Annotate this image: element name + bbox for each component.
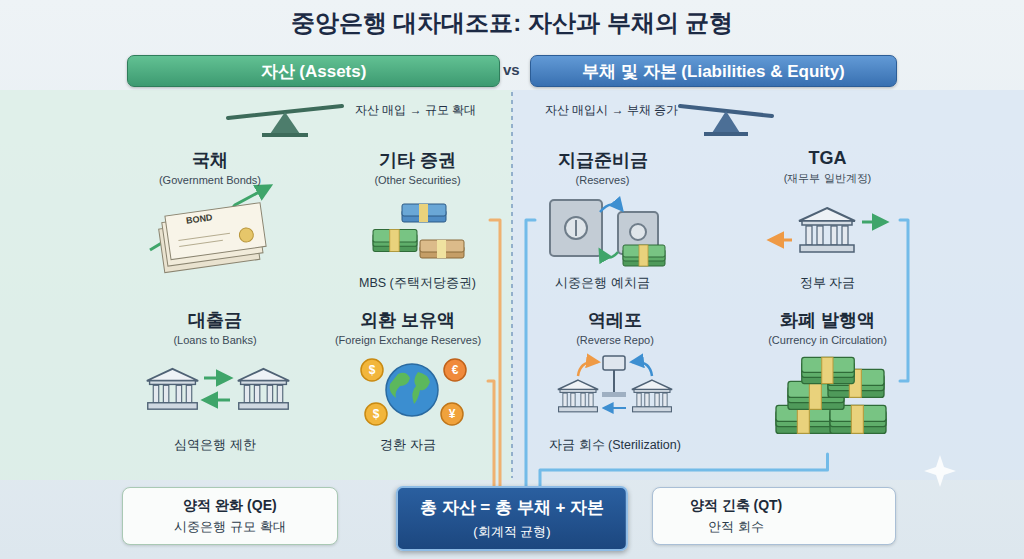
heading-text: 양적 완화 (QE): [183, 497, 276, 515]
caption-text: 심역은행 제한: [174, 437, 255, 454]
subtitle-text: 안적 회수: [708, 518, 764, 536]
assets-panel: [0, 90, 512, 480]
subtitle-text: (회계적 균형): [420, 523, 604, 541]
liability-item: 화폐 발행액 (Currency in Circulation): [755, 308, 900, 454]
liability-item: 지급준비금 (Reserves) 시중은행 예치금: [535, 148, 670, 292]
asset-item: 기타 증권 (Other Securities) MBS (주택저당증권): [345, 148, 490, 292]
heading-text: 지급준비금: [558, 148, 648, 172]
subtitle-text: (재무부 일반계정): [784, 171, 871, 186]
liabilities-panel: [512, 90, 1024, 480]
caption-text: 경환 자금: [380, 437, 435, 454]
liability-item: TGA (재무부 일반계정) 정부 자금: [755, 148, 900, 292]
treasury-illustration: [770, 208, 886, 252]
balance-scale: [228, 106, 342, 137]
heading-text: 국채: [192, 148, 228, 172]
heading-text: 역레포: [588, 308, 642, 332]
subtitle-text: (Reverse Repo): [576, 334, 654, 346]
subtitle-text: (Currency in Circulation): [768, 334, 887, 346]
heading-text: 부채 및 자본 (Liabilities & Equity): [582, 60, 845, 83]
flow-connector: [526, 220, 535, 486]
asset-item: 외환 보유액 (Foreign Exchange Reserves) 경환 자금: [328, 308, 488, 454]
subtitle-text: (Government Bonds): [159, 174, 261, 186]
caption-text: 자금 회수 (Sterilization): [549, 437, 681, 454]
vault-illustration: [550, 200, 665, 266]
vs-label: vs: [503, 61, 520, 78]
balance-scale: [680, 106, 772, 136]
coin-symbol: ¥: [449, 407, 456, 421]
heading-text: TGA: [809, 148, 847, 169]
heading-text: 화폐 발행액: [780, 308, 875, 332]
heading-text: 기타 증권: [379, 148, 456, 172]
policy-box: 양적 긴축 (QT) 안적 회수: [652, 487, 896, 545]
securities-illustration: [373, 204, 464, 258]
note-text: 자산 매입 → 규모 확대: [355, 102, 476, 119]
divider: [511, 92, 513, 478]
flow-connector: [488, 381, 494, 486]
note-text: 자산 매입시 → 부채 증가: [545, 102, 678, 119]
flow-connector: [900, 220, 908, 381]
repo-illustration: [558, 356, 672, 412]
liability-item: 역레포 (Reverse Repo) 자금 회수 (Sterilization): [540, 308, 690, 454]
heading-text: 총 자산 = 총 부채 + 자본: [420, 496, 604, 519]
heading-text: 양적 긴축 (QT): [690, 497, 783, 515]
coin-symbol: $: [369, 363, 376, 377]
caption-text: MBS (주택저당증권): [359, 275, 476, 292]
loan-illustration: [147, 369, 289, 409]
subtitle-text: (Foreign Exchange Reserves): [335, 334, 481, 346]
subtitle-text: 시중은행 규모 확대: [174, 518, 285, 536]
flow-connector: [540, 454, 828, 486]
coin-symbol: $: [373, 407, 380, 421]
section-header: 부채 및 자본 (Liabilities & Equity): [530, 55, 897, 87]
heading-text: 자산 (Assets): [261, 60, 367, 83]
currency-illustration: [776, 357, 886, 433]
heading-text: 외환 보유액: [360, 308, 455, 332]
equation-box: 총 자산 = 총 부채 + 자본 (회계적 균형): [396, 486, 628, 551]
diagram-title: 중앙은행 대차대조표: 자산과 부채의 균형: [0, 7, 1024, 39]
section-header: 자산 (Assets): [127, 55, 500, 87]
sparkle: [924, 455, 956, 487]
asset-item: 대출금 (Loans to Banks) 심역은행 제한: [130, 308, 300, 454]
heading-text: 대출금: [188, 308, 242, 332]
bond-illustration: [150, 186, 270, 273]
caption-text: 정부 자금: [800, 275, 855, 292]
fx-illustration: [361, 359, 466, 425]
subtitle-text: (Reserves): [576, 174, 630, 186]
subtitle-text: (Other Securities): [374, 174, 460, 186]
coin-symbol: €: [452, 363, 459, 377]
subtitle-text: (Loans to Banks): [173, 334, 256, 346]
policy-box: 양적 완화 (QE) 시중은행 규모 확대: [122, 487, 338, 545]
caption-text: 시중은행 예치금: [555, 275, 649, 292]
